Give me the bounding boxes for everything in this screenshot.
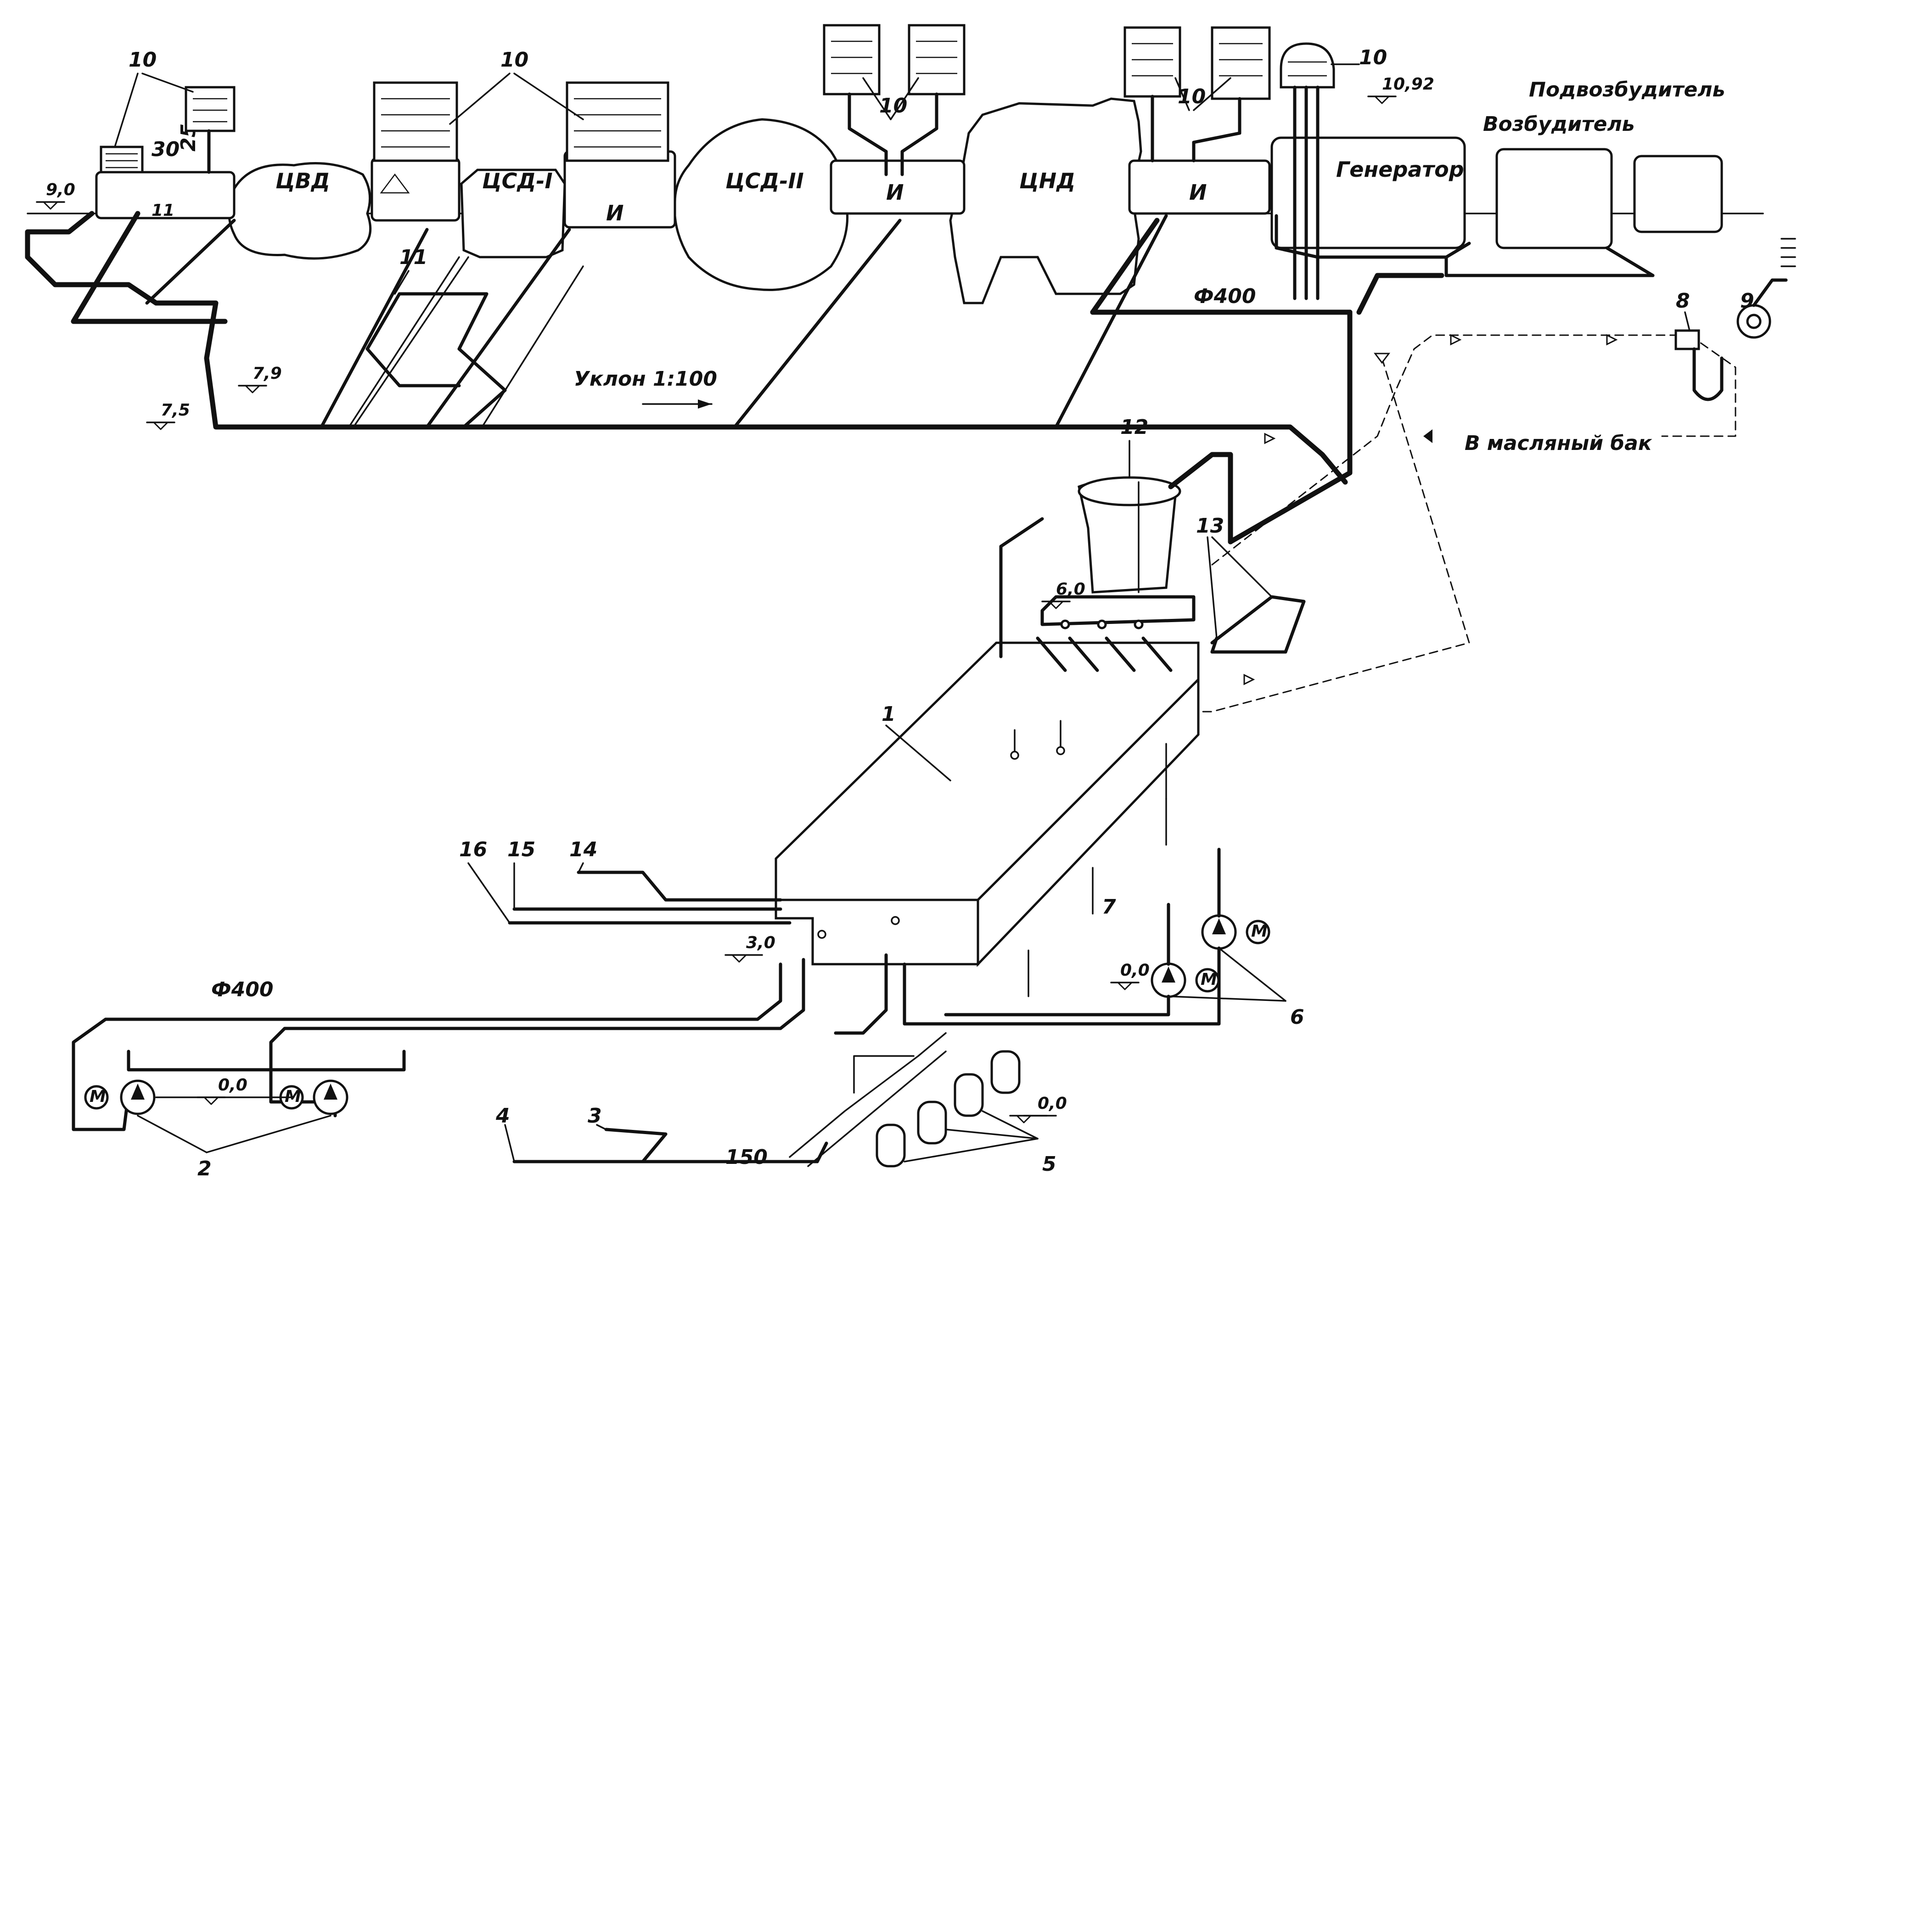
pipe-d400-top-label: Ф400 (1194, 285, 1256, 308)
cooler-heads (1060, 619, 1144, 629)
elevation-10-92: 10,92 (1382, 75, 1434, 94)
cnd-label: ЦНД (1019, 169, 1075, 193)
callout-10e: 10 (1359, 46, 1387, 69)
drain-header-top (25, 211, 1348, 485)
callout-15: 15 (507, 838, 535, 861)
elevation-0-0-left: 0,0 (218, 1076, 247, 1095)
pump-6-lower: M (1151, 962, 1220, 998)
main-oil-tank (775, 641, 1200, 967)
csd2-label: ЦСД-II (725, 169, 804, 193)
bearing-mark-a: И (606, 201, 624, 225)
cooler-legs (1036, 636, 1173, 672)
lines-14-16 (508, 871, 792, 925)
slope-label: Уклон 1:100 (574, 367, 717, 391)
callout-2: 2 (197, 1157, 212, 1180)
elevation-6-0: 6,0 (1056, 580, 1085, 599)
callout-leaders (114, 63, 1690, 1163)
supply-lines-thin (348, 256, 584, 428)
svg-text:M: M (90, 1087, 106, 1106)
callout-1: 1 (882, 702, 896, 726)
bearing-cnd-gen: И (1128, 159, 1271, 215)
tank-liquid-hatch (193, 40, 1327, 148)
csd1-casing: ЦСД-I (460, 169, 566, 258)
svg-text:M: M (1251, 922, 1268, 941)
callout-8: 8 (1676, 289, 1690, 313)
callout-numbers: 10 10 10 10 10 11 12 13 1 14 15 16 7 6 2… (129, 46, 1754, 1180)
callout-10a: 10 (129, 48, 157, 72)
cvd-label: ЦВД (275, 169, 330, 193)
csd1-label: ЦСД-I (482, 169, 553, 193)
generator-oil-lines (1275, 214, 1655, 277)
callout-5: 5 (1042, 1152, 1056, 1176)
size-150-label: 150 (725, 1146, 768, 1169)
callout-10d: 10 (1178, 85, 1206, 108)
bearing-mark-c: И (1189, 180, 1207, 205)
bearing-cvd-csd1 (371, 157, 461, 222)
callout-16: 16 (459, 838, 487, 861)
valve-8 (1674, 329, 1724, 401)
svg-text:11: 11 (152, 201, 174, 220)
bearing-csd2-cnd: И (830, 159, 966, 215)
sub-exciter-body: Подвозбудитель (1529, 78, 1725, 233)
elevation-markers (36, 95, 1397, 1123)
callout-11: 11 (399, 246, 427, 269)
elevation-7-5: 7,5 (161, 401, 190, 420)
callout-10c: 10 (879, 94, 907, 118)
callout-6: 6 (1290, 1005, 1304, 1029)
exhauster-fan (1736, 238, 1796, 339)
callout-12: 12 (1120, 416, 1148, 439)
generator-body: Генератор (1270, 136, 1466, 249)
callout-4: 4 (495, 1104, 510, 1128)
cvd-casing: ЦВД (228, 162, 372, 260)
callout-14: 14 (569, 838, 597, 861)
callout-7: 7 (1102, 895, 1116, 919)
tank-side-fittings (817, 720, 1065, 939)
drain-valves (1028, 743, 1167, 997)
pump-2-left: M (84, 1079, 156, 1115)
elevation-0-0-pump: 0,0 (1120, 961, 1150, 980)
bearing-mark-b: И (886, 180, 904, 205)
generator-label: Генератор (1336, 157, 1464, 182)
callout-13: 13 (1196, 514, 1224, 538)
tank-drop-pipes (207, 85, 1320, 300)
exciter-label: Возбудитель (1483, 112, 1635, 136)
callout-10b: 10 (500, 48, 528, 72)
sub-exciter-label: Подвозбудитель (1529, 78, 1725, 101)
pump-6-upper: M (1201, 914, 1270, 950)
oil-filter (1210, 595, 1306, 654)
pump-suction-ring (72, 953, 888, 1131)
callout-9: 9 (1740, 289, 1754, 313)
bearing-csd1-csd2: И (563, 150, 676, 229)
bearing-front: 11 30 25 (95, 124, 236, 220)
elevation-3-0: 3,0 (746, 933, 775, 952)
filter-cylinders (876, 1050, 1021, 1168)
elevation-0-0-right: 0,0 (1038, 1094, 1067, 1113)
oil-cooler (999, 452, 1233, 658)
elevation-9-0: 9,0 (46, 180, 75, 199)
exciter-body: Возбудитель (1483, 112, 1635, 249)
dim-30: 30 (152, 138, 180, 161)
svg-text:M: M (1201, 970, 1217, 989)
elevation-7-9: 7,9 (253, 364, 282, 383)
header-tank (185, 24, 1335, 162)
lines-3-4 (512, 1128, 828, 1163)
callout-3: 3 (588, 1104, 602, 1128)
cnd-casing: ЦНД (949, 97, 1142, 304)
csd2-casing: ЦСД-II (673, 118, 849, 291)
to-oil-tank-label: В масляный бак (1465, 432, 1652, 455)
pipe-d400-bottom-label: Ф400 (211, 978, 273, 1001)
